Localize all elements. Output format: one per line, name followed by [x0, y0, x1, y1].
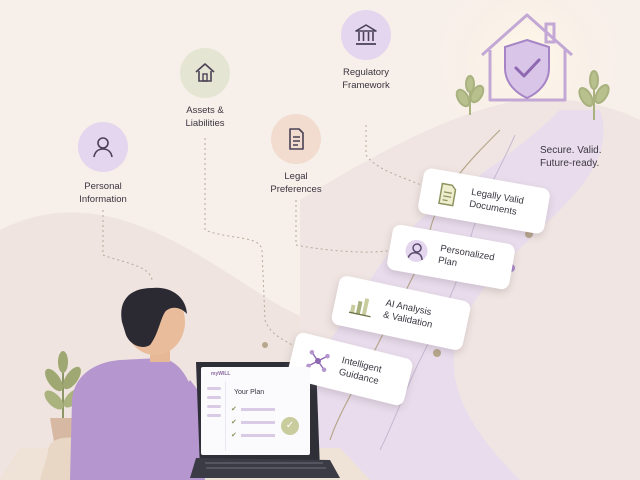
card-ai-analysis: AI Analysis & Validation — [330, 274, 472, 352]
card-personalized-plan: Personalized Plan — [385, 223, 517, 291]
personal-node — [78, 122, 128, 172]
document-icon — [438, 182, 457, 207]
assets-label: Assets & Liabilities — [185, 105, 225, 129]
check-icon: ✔ — [231, 406, 237, 413]
shield-icon — [504, 38, 550, 100]
person-illustration — [70, 287, 271, 480]
legal-label: Legal Preferences — [270, 171, 322, 195]
legal-node — [271, 114, 321, 164]
house-icon — [195, 63, 215, 82]
person-icon — [405, 239, 428, 262]
connector-legal — [295, 200, 393, 253]
network-icon — [306, 349, 330, 373]
laptop-screen: myWILL Your Plan ✔ ✔ ✔ ✓ — [201, 367, 310, 455]
plant-icon — [455, 75, 485, 115]
assets-node — [180, 48, 230, 98]
check-icon: ✔ — [231, 419, 237, 426]
card-legally-valid-documents: Legally Valid Documents — [416, 167, 552, 235]
bar-chart-icon — [348, 298, 371, 318]
connector-assets — [204, 138, 293, 346]
document-icon — [289, 128, 304, 150]
card-intelligent-guidance: Intelligent Guidance — [285, 331, 415, 407]
connector-regulatory — [365, 125, 433, 193]
checklist: ✔ ✔ ✔ — [231, 405, 275, 439]
personal-label: Personal Information — [79, 181, 127, 205]
check-icon: ✔ — [231, 432, 237, 439]
check-badge-icon: ✓ — [281, 417, 299, 435]
person-icon — [93, 137, 113, 158]
bank-icon — [355, 24, 377, 45]
sidebar — [204, 381, 226, 451]
tagline: Secure. Valid. Future-ready. — [540, 145, 602, 169]
app-brand: myWILL — [211, 371, 231, 377]
house-chimney — [544, 22, 556, 44]
regulatory-node — [341, 10, 391, 60]
regulatory-label: Regulatory Framework — [342, 67, 390, 91]
plant-icon — [578, 70, 610, 120]
screen-title: Your Plan — [234, 389, 265, 396]
house-outline — [481, 13, 573, 102]
check-icon — [514, 58, 541, 78]
connector-personal — [102, 210, 153, 281]
